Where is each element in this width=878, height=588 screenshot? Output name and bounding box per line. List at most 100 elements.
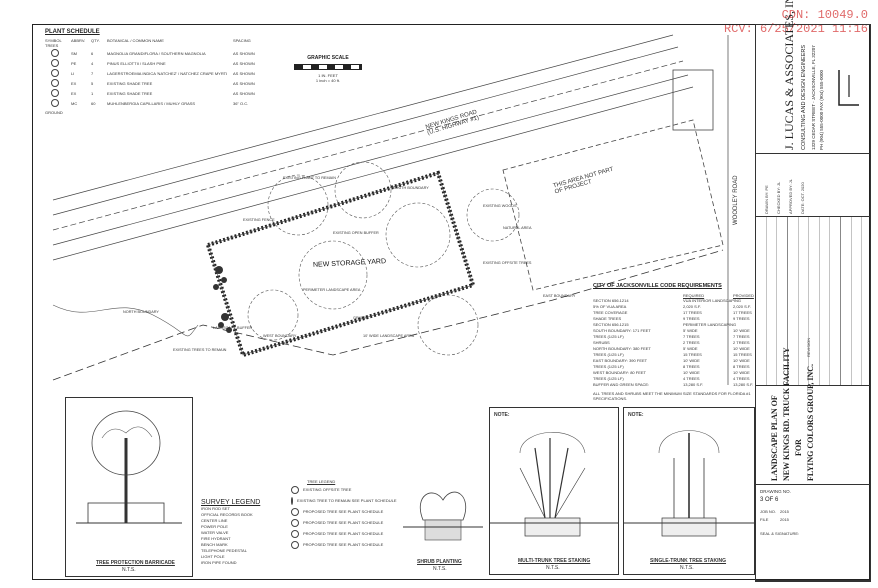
scale-bar: [294, 64, 362, 70]
plant-qty: 60: [91, 100, 96, 106]
plant-schedule-row: EX 5 EXISTING SHADE TREE AS SHOWN: [45, 78, 270, 88]
tree-symbol-icon: [291, 507, 299, 516]
seal-label: SEAL & SIGNATURE:: [760, 531, 800, 536]
site-note: EXISTING OFFSITE TREES: [483, 261, 532, 265]
header-qty: QTY.: [91, 38, 100, 43]
detail-title-2: MULTI-TRUNK TREE STAKING: [518, 558, 591, 564]
code-required: PERIMETER LANDSCAPING: [683, 322, 737, 327]
plant-schedule-row: EX 1 EXISTING SHADE TREE AS SHOWN: [45, 88, 270, 98]
plant-symbol-icon: [45, 68, 65, 78]
survey-legend-item: POWER POLE: [201, 524, 228, 529]
survey-legend-item: LIGHT POLE: [201, 554, 225, 559]
firm-logo: [838, 70, 859, 106]
code-label: NORTH BOUNDARY: 380 FEET: [593, 346, 651, 351]
plant-spacing: AS SHOWN: [233, 60, 255, 66]
site-plan: [52, 34, 729, 385]
detail-title-1: SHRUB PLANTING: [417, 559, 462, 565]
graphic-scale-title: GRAPHIC SCALE: [307, 55, 349, 61]
site-note: EXISTING FENCE: [243, 218, 275, 222]
sheet-title-2: NEW KINGS RD. TRUCK FACILITY: [782, 347, 791, 481]
plant-name: EXISTING SHADE TREE: [107, 80, 153, 86]
site-note: GRAVEL: [353, 316, 369, 320]
tree-protection-drawing: [76, 410, 182, 524]
survey-legend-item: IRON PIPE FOUND: [201, 560, 237, 565]
code-label: SOUTH BOUNDARY: 171 FEET: [593, 328, 651, 333]
site-note: EXISTING TREES TO REMAIN: [173, 348, 227, 352]
date: DATE: OCT. 2020: [800, 182, 805, 214]
detail-multi-trunk: NOTE: MULTI-TRUNK TREE STAKING N.T.S.: [489, 407, 619, 575]
code-provided: 10' WIDE: [733, 328, 750, 333]
tree-legend-item: PROPOSED TREE SEE PLANT SCHEDULE: [291, 539, 391, 550]
site-note: SOUTH BOUNDARY: [393, 186, 429, 190]
plant-abbr: EX: [71, 80, 77, 86]
code-provided: 7 TREES: [733, 334, 750, 339]
tree-symbol-icon: [291, 529, 299, 538]
survey-legend-item: OFFICIAL RECORDS BOOK: [201, 512, 253, 517]
drawing-sheet: PLANT SCHEDULE SYMBOL ABBRV. QTY. BOTANI…: [32, 0, 871, 582]
site-note: LANDSCAPE BUFFER: [213, 326, 253, 330]
plant-schedule-row: SM 6 MAGNOLIA GRANDIFLORA / SOUTHERN MAG…: [45, 48, 270, 58]
plant-schedule-row: PE 4 PINUS ELLIOTTII / SLASH PINE AS SHO…: [45, 58, 270, 68]
scale-note: 1 IN. FEET: [318, 73, 338, 78]
code-label: TREE COVERAGE: [593, 310, 628, 315]
header-symbol: SYMBOL: [45, 38, 62, 43]
tree-symbol-icon: [291, 496, 293, 505]
not-part-area: [502, 69, 724, 291]
tree-legend-item: EXISTING OFFSITE TREE: [291, 484, 391, 495]
code-note: ALL TREES AND SHRUBS MEET THE MINIMUM SI…: [593, 391, 751, 401]
plant-qty: 6: [91, 50, 94, 56]
survey-legend-item: CENTER LINE: [201, 518, 228, 523]
storage-yard-outline: [207, 172, 474, 356]
header-abbr: ABBRV.: [71, 38, 86, 43]
title-block: J. LUCAS & ASSOCIATES, INC CONSULTING AN…: [755, 0, 871, 582]
job-no-label: JOB NO.: [760, 509, 777, 514]
code-provided: 2 TREES: [733, 340, 750, 345]
drawing-no: 3 OF 6: [760, 497, 779, 503]
drawing-info: DRAWN BY: PE CHECKED BY: JL APPROVED BY:…: [755, 153, 871, 217]
tree-canopies: [247, 161, 520, 356]
survey-legend-item: TELEPHONE PEDESTAL: [201, 548, 247, 553]
firm-block: J. LUCAS & ASSOCIATES, INC CONSULTING AN…: [755, 0, 871, 154]
road-lines: [52, 34, 729, 385]
detail-scale-2: N.T.S.: [546, 565, 560, 571]
site-note: PERIMETER LANDSCAPE AREA: [303, 288, 361, 292]
header-spacing: SPACING: [233, 38, 251, 43]
plant-abbr: PE: [71, 60, 77, 66]
survey-legend-item: BENCH MARK: [201, 542, 228, 547]
multi-trunk-drawing: [490, 432, 618, 537]
code-required: 4 TREES: [683, 376, 700, 381]
code-label: 5% OF VUA AREA: [593, 304, 627, 309]
code-label: BUFFER AND GREEN SPACE:: [593, 382, 650, 387]
checked-by: CHECKED BY: JL: [776, 181, 781, 214]
revision-table: REVISION: [755, 216, 871, 386]
woodley-road-label: WOODLEY ROAD: [733, 175, 739, 225]
header-name: BOTANICAL / COMMON NAME: [107, 38, 164, 43]
note-label-2: NOTE:: [628, 412, 644, 418]
code-required: 7 TREES: [683, 334, 700, 339]
plant-spacing: AS SHOWN: [233, 70, 255, 76]
firm-phone: PH (904) 555-0000 FAX (904) 555-0000: [819, 69, 824, 150]
plant-schedule-header: SYMBOL ABBRV. QTY. BOTANICAL / COMMON NA…: [45, 38, 270, 43]
file-label: FILE: [760, 517, 769, 522]
plant-abbr: LI: [71, 70, 75, 76]
survey-legend-item: WATER VALVE: [201, 530, 229, 535]
single-trunk-drawing: [624, 430, 754, 537]
job-no: 2015: [780, 509, 789, 514]
plant-schedule: PLANT SCHEDULE SYMBOL ABBRV. QTY. BOTANI…: [45, 29, 270, 115]
code-provided: 9 TREES: [733, 316, 750, 321]
plant-abbr: SM: [71, 50, 77, 56]
shrub-drawing: [403, 491, 483, 541]
site-note: EAST BOUNDARY: [543, 294, 576, 298]
detail-title-3: SINGLE-TRUNK TREE STAKING: [650, 558, 727, 564]
plant-abbr: MC: [71, 100, 78, 106]
code-provided: 10' WIDE: [733, 346, 750, 351]
code-provided: 15 TREES: [733, 352, 752, 357]
code-requirements: CITY OF JACKSONVILLE CODE REQUIREMENTS R…: [593, 283, 783, 401]
